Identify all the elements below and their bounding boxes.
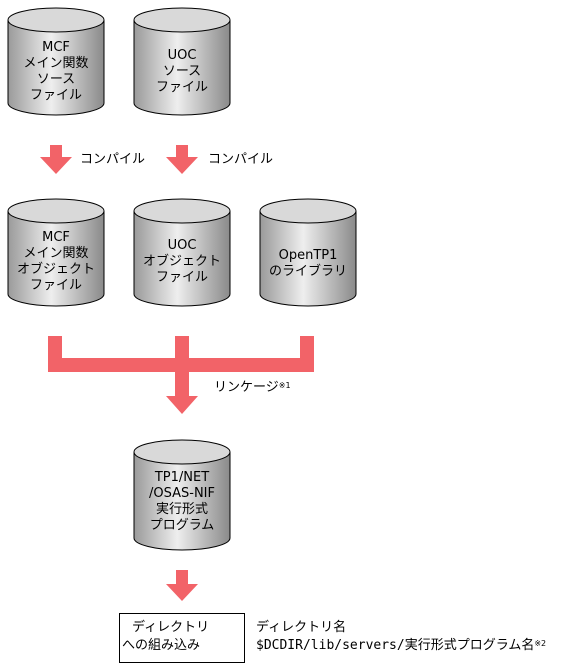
linkage-note: ※1 xyxy=(278,381,291,390)
install-box-line2: への組み込み xyxy=(122,638,201,653)
linkage-label: リンケージ※1 xyxy=(214,380,291,395)
install-arrow xyxy=(166,570,198,601)
linkage-arrow xyxy=(48,336,314,414)
cylinder-uoc-source xyxy=(133,7,231,116)
cylinder-program xyxy=(133,439,231,551)
compile-label-1: コンパイル xyxy=(80,152,146,167)
compile-arrow-uoc xyxy=(166,145,198,174)
directory-name-label: ディレクトリ名 xyxy=(256,620,347,635)
directory-note: ※2 xyxy=(534,639,547,648)
compile-arrow-mcf xyxy=(40,145,72,174)
compile-label-2: コンパイル xyxy=(208,152,274,167)
cylinder-uoc-object xyxy=(133,198,231,307)
install-box-line1: ディレクトリ xyxy=(132,620,210,635)
cylinder-mcf-object xyxy=(7,198,105,307)
directory-path: $DCDIR/lib/servers/実行形式プログラム名※2 xyxy=(256,638,547,653)
install-box: ディレクトリ への組み込み xyxy=(119,613,245,663)
cylinder-openTP1-library xyxy=(259,198,357,307)
cylinder-mcf-source xyxy=(7,7,105,116)
program-label: TP1/NET/OSAS-NIF 実行形式プログラム xyxy=(149,470,215,533)
